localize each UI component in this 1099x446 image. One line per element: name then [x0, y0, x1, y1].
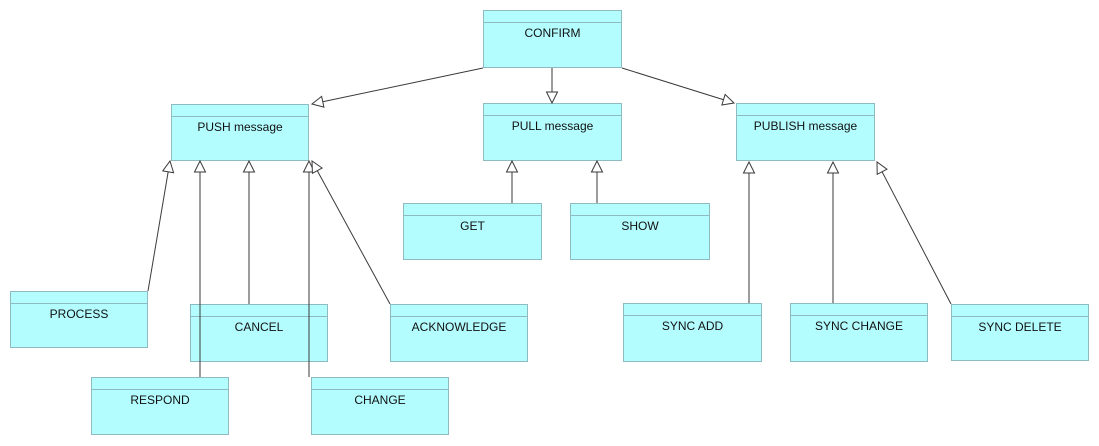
node-sync-delete-compartment — [952, 305, 1088, 317]
node-sync-add[interactable]: SYNC ADD — [623, 303, 762, 362]
node-push-message[interactable]: PUSH message — [171, 104, 309, 161]
node-pull-message-label: PULL message — [511, 119, 594, 133]
node-pull-message-compartment — [484, 104, 621, 116]
node-respond-compartment — [92, 378, 228, 390]
node-sync-delete[interactable]: SYNC DELETE — [951, 304, 1089, 361]
node-get[interactable]: GET — [403, 203, 542, 260]
node-show[interactable]: SHOW — [570, 203, 710, 260]
node-change-compartment — [312, 378, 448, 390]
node-cancel-compartment — [191, 305, 327, 317]
node-process-compartment — [11, 292, 147, 304]
node-sync-add-label: SYNC ADD — [661, 319, 724, 333]
node-push-message-compartment — [172, 105, 308, 117]
node-show-compartment — [571, 204, 709, 216]
node-confirm-compartment — [484, 11, 621, 23]
edge-process-to-push — [147, 159, 175, 292]
node-sync-add-compartment — [624, 304, 761, 316]
node-pull-message[interactable]: PULL message — [483, 103, 622, 161]
node-confirm-label: CONFIRM — [524, 26, 581, 40]
node-get-label: GET — [460, 219, 485, 233]
node-process-label: PROCESS — [49, 307, 109, 321]
node-cancel-label: CANCEL — [234, 320, 284, 334]
node-publish-message-label: PUBLISH message — [753, 119, 858, 133]
node-sync-delete-label: SYNC DELETE — [978, 320, 1062, 334]
node-sync-change[interactable]: SYNC CHANGE — [790, 303, 928, 362]
edge-acknowledge-to-push — [311, 160, 391, 305]
node-publish-message-compartment — [737, 104, 874, 116]
edge-confirm-to-publish — [621, 67, 736, 106]
node-cancel[interactable]: CANCEL — [190, 304, 328, 362]
node-get-compartment — [404, 204, 541, 216]
node-push-message-label: PUSH message — [197, 120, 283, 134]
node-confirm[interactable]: CONFIRM — [483, 10, 622, 68]
node-process[interactable]: PROCESS — [10, 291, 148, 348]
node-sync-change-label: SYNC CHANGE — [814, 319, 903, 333]
node-respond-label: RESPOND — [130, 393, 190, 407]
node-acknowledge[interactable]: ACKNOWLEDGE — [390, 304, 528, 362]
edge-confirm-to-push — [310, 67, 484, 108]
node-publish-message[interactable]: PUBLISH message — [736, 103, 875, 161]
node-show-label: SHOW — [621, 219, 659, 233]
node-respond[interactable]: RESPOND — [91, 377, 229, 435]
node-change[interactable]: CHANGE — [311, 377, 449, 435]
node-change-label: CHANGE — [354, 393, 406, 407]
node-sync-change-compartment — [791, 304, 927, 316]
node-acknowledge-label: ACKNOWLEDGE — [411, 320, 507, 334]
node-acknowledge-compartment — [391, 305, 527, 317]
edge-sync-delete-to-publish — [876, 161, 952, 305]
